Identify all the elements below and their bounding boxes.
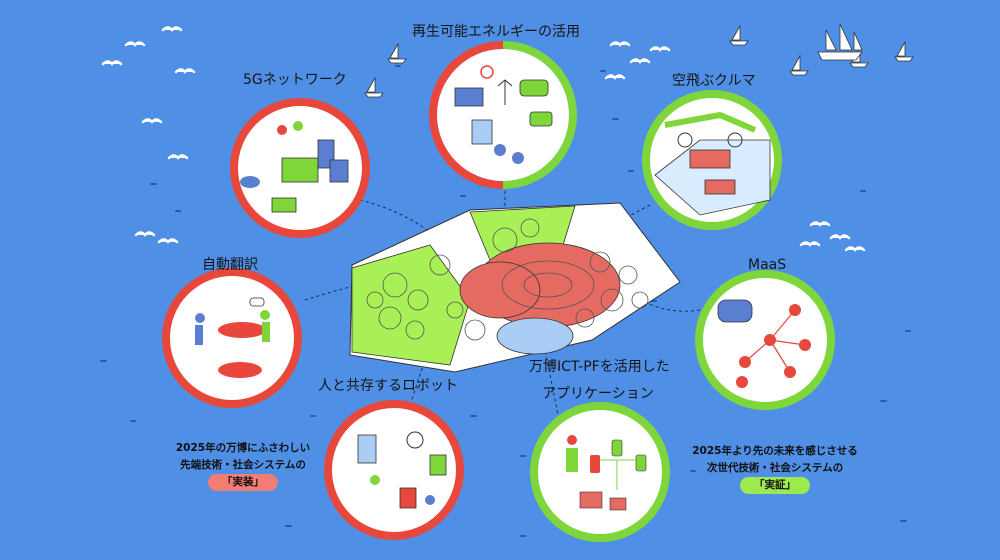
note-left: 2025年の万博にふさわしい 先端技術・社会システムの 「実装」 — [148, 440, 338, 491]
label-flying-car: 空飛ぶクルマ — [672, 73, 756, 89]
sea-waves — [100, 65, 911, 537]
label-5g: 5Gネットワーク — [243, 72, 347, 88]
circle-energy — [429, 41, 577, 189]
note-left-highlight: 「実装」 — [208, 474, 278, 491]
label-application-line1: 万博ICT-PFを活用した — [529, 359, 670, 375]
label-robot: 人と共存するロボット — [318, 378, 458, 394]
sailboat-icon — [364, 23, 914, 98]
circle-flying-car — [642, 90, 782, 230]
note-left-line2: 先端技術・社会システムの — [180, 459, 306, 471]
label-translation: 自動翻訳 — [202, 257, 258, 273]
note-left-line1: 2025年の万博にふさわしい — [175, 442, 311, 454]
label-maas: MaaS — [748, 257, 787, 273]
note-right-line2: 次世代技術・社会システムの — [706, 462, 844, 474]
label-application-line2: アプリケーション — [542, 386, 654, 402]
circle-translation — [162, 268, 302, 408]
circle-application — [530, 402, 670, 542]
expo-site-map — [349, 202, 681, 373]
note-right-line1: 2025年より先の未来を感じさせる — [692, 445, 858, 457]
label-energy: 再生可能エネルギーの活用 — [412, 24, 580, 40]
note-right-highlight: 「実証」 — [740, 477, 810, 494]
circle-maas — [695, 270, 835, 410]
note-right: 2025年より先の未来を感じさせる 次世代技術・社会システムの 「実証」 — [665, 443, 885, 494]
circle-robot — [324, 400, 464, 540]
circle-5g — [230, 98, 370, 238]
